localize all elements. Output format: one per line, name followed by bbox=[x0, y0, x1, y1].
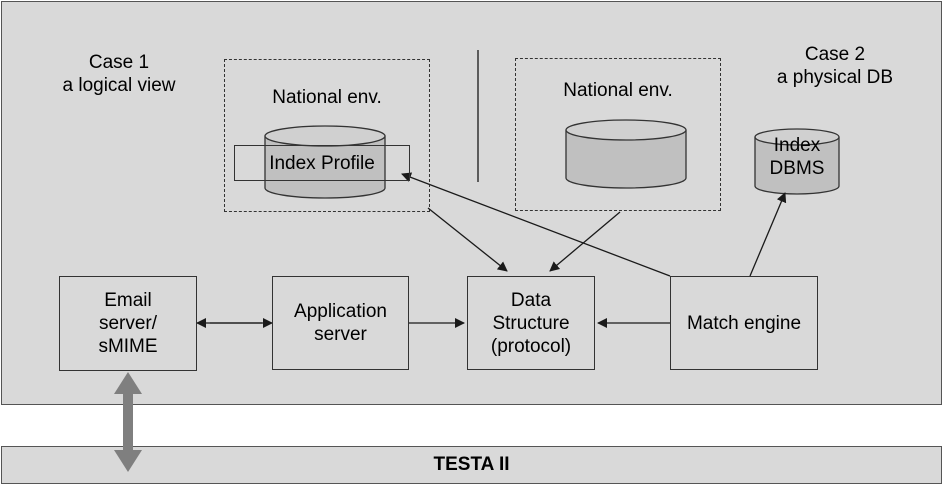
testa-network-bar: TESTA II bbox=[1, 446, 942, 484]
email-server-box: Email server/ sMIME bbox=[59, 276, 197, 371]
national-env-left-frame bbox=[224, 59, 430, 212]
index-profile-box: Index Profile bbox=[234, 145, 410, 181]
email-server-line2: server/ bbox=[98, 313, 158, 334]
national-db-cylinder bbox=[565, 119, 687, 189]
index-dbms-cylinder bbox=[754, 128, 840, 195]
index-dbms-label: Index DBMS bbox=[755, 134, 839, 180]
case1-line2: a logical view bbox=[62, 75, 176, 96]
data-structure-line3: (protocol) bbox=[490, 335, 572, 357]
index-dbms-line1: Index bbox=[773, 135, 821, 156]
arrow-match-to-index-profile bbox=[401, 172, 671, 277]
data-structure-line1: Data bbox=[510, 289, 552, 311]
testa-label: TESTA II bbox=[433, 454, 510, 475]
index-dbms-line2: DBMS bbox=[769, 158, 825, 179]
application-server-line1: Application bbox=[294, 301, 387, 322]
national-env-right-label: National env. bbox=[563, 80, 673, 101]
national-env-left-label: National env. bbox=[272, 87, 382, 108]
arrow-match-to-index-dbms bbox=[749, 192, 787, 277]
application-server-box: Application server bbox=[272, 276, 409, 370]
national-env-right-frame bbox=[515, 58, 721, 211]
case2-line2: a physical DB bbox=[776, 67, 894, 88]
case2-line1: Case 2 bbox=[804, 44, 866, 65]
application-server-line2: server bbox=[314, 324, 367, 345]
index-profile-cylinder bbox=[264, 125, 386, 199]
email-server-line3: sMIME bbox=[98, 336, 158, 357]
case1-line1: Case 1 bbox=[88, 52, 150, 73]
index-profile-label: Index Profile bbox=[269, 152, 375, 174]
arrow-left-env-to-data bbox=[427, 207, 508, 272]
match-engine-label: Match engine bbox=[686, 312, 802, 334]
data-structure-line2: Structure bbox=[492, 312, 570, 334]
data-structure-box: Data Structure (protocol) bbox=[467, 276, 595, 370]
case1-label: Case 1 a logical view bbox=[44, 51, 194, 97]
email-server-line1: Email bbox=[104, 290, 152, 311]
match-engine-box: Match engine bbox=[670, 276, 818, 370]
case2-label: Case 2 a physical DB bbox=[755, 43, 915, 89]
arrow-right-env-to-data bbox=[549, 211, 621, 272]
